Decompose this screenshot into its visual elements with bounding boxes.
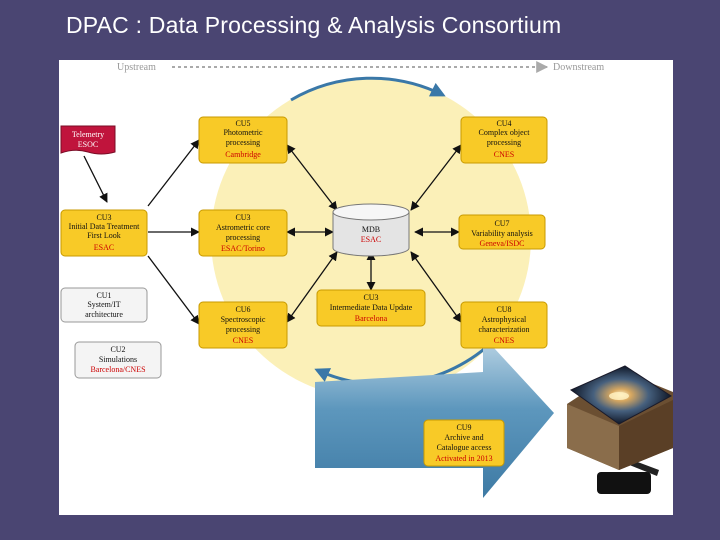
cu6-line2: Spectroscopic	[221, 315, 266, 324]
cu8-line1: CU8	[496, 305, 511, 314]
cu2-line2: Simulations	[99, 355, 137, 364]
cu3-idu-line1: CU3	[363, 293, 378, 302]
cu5-org: Cambridge	[225, 150, 261, 159]
cu3-idt-org: ESAC	[94, 243, 114, 252]
arrow-mdb-cu4	[410, 144, 462, 211]
node-cu4: CU4 Complex object processing CNES	[460, 116, 548, 164]
arrow-cu6-mdb	[286, 251, 338, 323]
cycle-arrow-top	[290, 76, 446, 102]
cu3-idu-org: Barcelona	[355, 314, 388, 323]
telemetry-label: Telemetry	[72, 130, 104, 139]
cu9-org: Activated in 2013	[435, 454, 492, 463]
archive-cube-icon	[567, 365, 673, 494]
cu9-line3: Catalogue access	[437, 443, 492, 452]
cu3-idt-line2: Initial Data Treatment	[69, 222, 140, 231]
connector-arrows	[83, 139, 462, 325]
node-cu2: CU2 Simulations Barcelona/CNES	[74, 341, 162, 379]
upstream-label: Upstream	[117, 62, 156, 73]
node-cu9: CU9 Archive and Catalogue access Activat…	[423, 419, 505, 467]
cu3-astro-line3: processing	[226, 233, 260, 242]
arrow-cu3-to-cu6	[147, 255, 200, 325]
node-cu3-astro: CU3 Astrometric core processing ESAC/Tor…	[198, 209, 288, 257]
node-cu8: CU8 Astrophysical characterization CNES	[460, 301, 548, 349]
downstream-label: Downstream	[553, 62, 604, 73]
node-cu3-idt: CU3 Initial Data Treatment First Look ES…	[60, 209, 148, 257]
cu8-line2: Astrophysical	[482, 315, 527, 324]
cu7-line1: CU7	[494, 219, 509, 228]
node-cu3-idu: CU3 Intermediate Data Update Barcelona	[316, 289, 426, 327]
cu3-astro-line2: Astrometric core	[216, 223, 270, 232]
cu6-line1: CU6	[235, 305, 250, 314]
node-cu5: CU5 Photometric processing Cambridge	[198, 116, 288, 164]
cu3-astro-org: ESAC/Torino	[221, 244, 265, 253]
cu3-astro-line1: CU3	[235, 213, 250, 222]
dpac-diagram: Upstream Downstream Telemetry ESOC CU3 I…	[60, 61, 673, 498]
cu3-idt-line1: CU3	[96, 213, 111, 222]
node-cu6: CU6 Spectroscopic processing CNES	[198, 301, 288, 349]
cu5-line1: CU5	[235, 119, 250, 128]
cu4-org: CNES	[494, 150, 514, 159]
mdb-org: ESAC	[361, 235, 381, 244]
cu4-line1: CU4	[496, 119, 511, 128]
node-mdb: MDB ESAC	[332, 203, 410, 257]
mdb-label: MDB	[362, 225, 380, 234]
cu1-line2: System/IT	[87, 300, 120, 309]
cu7-org: Geneva/ISDC	[480, 239, 525, 248]
arrow-telemetry-to-cu3	[83, 155, 108, 203]
cu2-line1: CU2	[110, 345, 125, 354]
cu3-idu-line2: Intermediate Data Update	[330, 303, 413, 312]
upstream-downstream-flow: Upstream Downstream	[117, 61, 604, 73]
cu2-org: Barcelona/CNES	[90, 365, 145, 374]
cu4-line3: processing	[487, 138, 521, 147]
cu5-line3: processing	[226, 138, 260, 147]
arrow-cu5-mdb	[286, 144, 338, 211]
cu3-idt-line3: First Look	[87, 231, 121, 240]
cu8-org: CNES	[494, 336, 514, 345]
node-cu1: CU1 System/IT architecture	[60, 287, 148, 323]
arrow-mdb-cu8	[410, 251, 462, 323]
node-cu7: CU7 Variability analysis Geneva/ISDC	[458, 214, 546, 250]
slide-title: DPAC : Data Processing & Analysis Consor…	[66, 12, 562, 38]
telemetry-org: ESOC	[78, 140, 98, 149]
diagram-panel: Upstream Downstream Telemetry ESOC CU3 I…	[59, 60, 673, 515]
arrow-cu3-to-cu5	[147, 139, 200, 207]
cu4-line2: Complex object	[479, 128, 531, 137]
cu1-line3: architecture	[85, 310, 123, 319]
cu6-line3: processing	[226, 325, 260, 334]
cu7-line2: Variability analysis	[471, 229, 533, 238]
cu9-line1: CU9	[456, 423, 471, 432]
cu6-org: CNES	[233, 336, 253, 345]
cu8-line3: characterization	[478, 325, 529, 334]
cu1-line1: CU1	[96, 291, 111, 300]
node-telemetry: Telemetry ESOC	[60, 125, 116, 155]
cu5-line2: Photometric	[223, 128, 263, 137]
cu9-line2: Archive and	[444, 433, 483, 442]
